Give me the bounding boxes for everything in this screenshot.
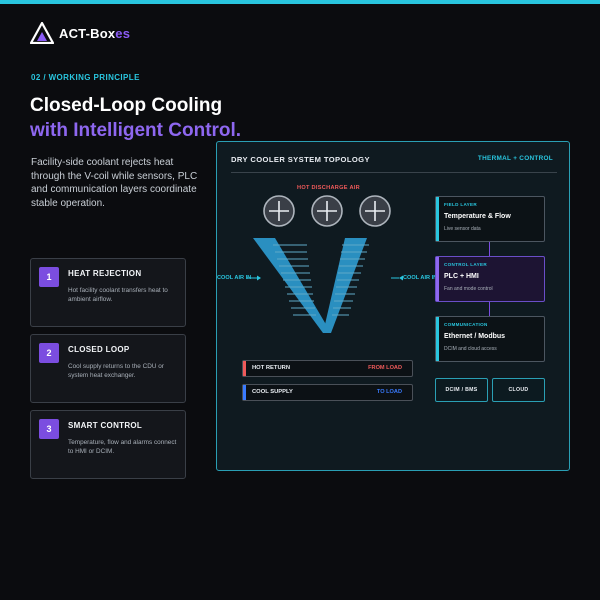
layer-subtitle: DCIM and cloud access: [444, 346, 497, 352]
cool-supply-pipe: COOL SUPPLY TO LOAD: [242, 384, 413, 401]
control-layer-stripe: [436, 257, 439, 301]
layer-caption: FIELD LAYER: [444, 202, 477, 207]
v-coil-right: [323, 238, 367, 333]
step-card-smart-control: 3 SMART CONTROL Temperature, flow and al…: [30, 410, 186, 479]
layer-title: Ethernet / Modbus: [444, 333, 506, 340]
layer-caption: COMMUNICATION: [444, 322, 488, 327]
cloud-button[interactable]: CLOUD: [492, 378, 545, 402]
step-description: Temperature, flow and alarms connect to …: [68, 439, 177, 455]
cool-supply-bar: [243, 385, 246, 400]
layer-connector: [489, 302, 490, 316]
top-accent-bar: [0, 0, 600, 4]
page-headline: Closed-Loop Cooling with Intelligent Con…: [30, 93, 241, 143]
step-title: SMART CONTROL: [68, 421, 143, 430]
brand-logo[interactable]: ACT-Boxes: [30, 22, 130, 44]
step-title: CLOSED LOOP: [68, 345, 130, 354]
step-title: HEAT REJECTION: [68, 269, 142, 278]
headline-line-1: Closed-Loop Cooling: [30, 95, 223, 116]
v-coil-left: [253, 238, 331, 333]
layer-subtitle: Live sensor data: [444, 226, 481, 232]
topology-tag: THERMAL + CONTROL: [477, 155, 553, 162]
communication-layer-box: COMMUNICATION Ethernet / Modbus DCIM and…: [435, 316, 545, 362]
hot-return-label: HOT RETURN: [252, 365, 290, 371]
field-layer-box: FIELD LAYER Temperature & Flow Live sens…: [435, 196, 545, 242]
hot-discharge-air-label: HOT DISCHARGE AIR: [297, 185, 361, 191]
layer-subtitle: Fan and mode control: [444, 286, 493, 292]
fan-2-icon: [311, 195, 343, 227]
step-description: Hot facility coolant transfers heat to a…: [68, 287, 168, 303]
layer-title: Temperature & Flow: [444, 213, 511, 220]
layer-caption: CONTROL LAYER: [444, 262, 487, 267]
title-divider: [231, 172, 557, 173]
step-description: Cool supply returns to the CDU or system…: [68, 363, 164, 379]
step-number-badge: 3: [39, 419, 59, 439]
section-label: 02 / WORKING PRINCIPLE: [31, 73, 140, 82]
intro-text: Facility-side coolant rejects heat throu…: [31, 157, 198, 209]
cool-supply-direction: TO LOAD: [376, 389, 402, 395]
topology-panel: DRY COOLER SYSTEM TOPOLOGY THERMAL + CON…: [216, 141, 570, 471]
step-number-badge: 1: [39, 267, 59, 287]
cool-air-right-arrow-icon: [391, 275, 403, 281]
cool-air-in-right-label: COOL AIR IN: [403, 275, 438, 281]
step-number-badge: 2: [39, 343, 59, 363]
triangle-logo-icon: [30, 22, 54, 44]
communication-layer-stripe: [436, 317, 439, 361]
step-card-heat-rejection: 1 HEAT REJECTION Hot facility coolant tr…: [30, 258, 186, 327]
step-card-closed-loop: 2 CLOSED LOOP Cool supply returns to the…: [30, 334, 186, 403]
headline-line-2: with Intelligent Control.: [30, 120, 242, 141]
fan-1-icon: [263, 195, 295, 227]
dcim-bms-button[interactable]: DCIM / BMS: [435, 378, 488, 402]
cool-air-left-arrow-icon: [247, 275, 261, 281]
cool-air-in-left-label: COOL AIR IN: [217, 275, 252, 281]
dry-cooler-diagram: [247, 195, 403, 333]
brand-name: ACT-Boxes: [59, 25, 131, 41]
coil-fins: [273, 244, 369, 316]
cool-supply-label: COOL SUPPLY: [252, 389, 293, 395]
hot-return-direction: FROM LOAD: [368, 365, 402, 371]
fan-3-icon: [359, 195, 391, 227]
layer-connector: [489, 242, 490, 256]
field-layer-stripe: [436, 197, 439, 241]
hot-return-pipe: HOT RETURN FROM LOAD: [242, 360, 413, 377]
hot-return-bar: [243, 361, 246, 376]
control-layer-box: CONTROL LAYER PLC + HMI Fan and mode con…: [435, 256, 545, 302]
layer-title: PLC + HMI: [444, 273, 479, 280]
topology-title: DRY COOLER SYSTEM TOPOLOGY: [231, 155, 370, 164]
